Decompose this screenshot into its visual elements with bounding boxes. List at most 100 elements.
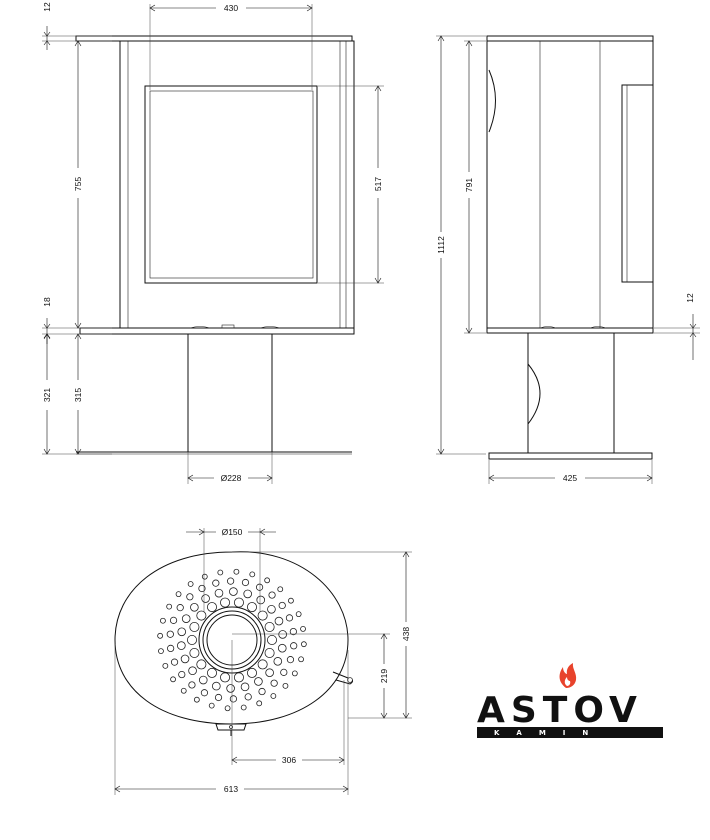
vent-hole bbox=[274, 616, 284, 626]
vent-hole bbox=[233, 568, 240, 575]
vent-hole bbox=[167, 644, 175, 653]
vent-hole bbox=[188, 666, 197, 676]
vent-hole bbox=[189, 622, 200, 633]
vent-hole bbox=[291, 670, 298, 677]
dim-top-width: 613 bbox=[224, 784, 238, 794]
dim-front-width: 430 bbox=[224, 3, 238, 13]
vent-hole bbox=[224, 705, 231, 712]
dim-front-column-height: 315 bbox=[73, 388, 83, 402]
vent-hole bbox=[273, 657, 283, 666]
vent-hole bbox=[201, 573, 208, 580]
dim-top-center-depth: 219 bbox=[379, 669, 389, 683]
vent-hole bbox=[257, 610, 268, 621]
vent-hole bbox=[254, 677, 263, 686]
vent-hole bbox=[201, 594, 210, 603]
flame-icon bbox=[559, 663, 577, 688]
vent-hole bbox=[169, 616, 178, 624]
vent-hole bbox=[193, 696, 200, 703]
vent-hole bbox=[212, 681, 221, 691]
dim-front-base-height: 321 bbox=[42, 388, 52, 402]
dim-side-bottom-thickness: 12 bbox=[685, 293, 695, 303]
vent-hole bbox=[208, 702, 215, 709]
vent-hole bbox=[256, 595, 266, 605]
logo-name: ASTOV bbox=[477, 690, 643, 731]
vent-hole bbox=[190, 602, 199, 612]
vent-hole bbox=[298, 656, 304, 663]
vent-hole bbox=[249, 571, 256, 578]
vent-hole bbox=[233, 597, 244, 608]
vent-hole bbox=[226, 684, 235, 693]
dim-front-column-diameter: Ø228 bbox=[221, 473, 242, 483]
vent-hole bbox=[229, 587, 238, 596]
vent-hole bbox=[158, 648, 164, 655]
vent-hole bbox=[244, 693, 252, 701]
vent-hole bbox=[170, 676, 176, 683]
side-view bbox=[436, 35, 700, 484]
vent-hole bbox=[278, 630, 287, 639]
vent-hole bbox=[266, 635, 277, 646]
dim-top-depth: 438 bbox=[401, 627, 411, 641]
vent-hole bbox=[217, 569, 224, 576]
logo-subtitle: KAMIN bbox=[494, 729, 605, 737]
vent-hole bbox=[246, 667, 257, 678]
vent-hole bbox=[214, 693, 223, 702]
vent-hole bbox=[187, 581, 194, 587]
astov-logo: ASTOV KAMIN bbox=[477, 663, 663, 738]
vent-hole bbox=[176, 604, 184, 612]
vent-hole bbox=[166, 630, 174, 638]
vent-hole bbox=[180, 654, 190, 664]
vent-hole bbox=[280, 668, 288, 676]
vent-hole bbox=[240, 682, 250, 692]
vent-hole bbox=[277, 586, 284, 593]
vent-hole bbox=[196, 659, 207, 670]
vent-hole bbox=[196, 610, 207, 621]
vent-hole bbox=[160, 617, 166, 624]
vent-hole bbox=[214, 588, 224, 598]
dim-side-body-height: 791 bbox=[464, 178, 474, 192]
vent-hole bbox=[180, 687, 187, 694]
vent-hole bbox=[181, 614, 191, 623]
vent-hole bbox=[264, 648, 275, 659]
dim-front-top-thickness: 12 bbox=[42, 2, 52, 12]
vent-hole bbox=[268, 591, 276, 599]
vent-hole bbox=[270, 679, 278, 687]
vent-hole bbox=[241, 578, 250, 587]
vent-hole bbox=[258, 687, 266, 696]
vent-hole bbox=[170, 658, 179, 666]
vent-hole bbox=[243, 589, 252, 599]
vent-hole bbox=[290, 642, 298, 650]
vent-hole bbox=[289, 627, 297, 636]
vent-hole bbox=[189, 648, 200, 659]
vent-hole bbox=[178, 670, 186, 679]
dim-top-flue-diameter: Ø150 bbox=[222, 527, 243, 537]
vent-hole bbox=[300, 625, 306, 632]
dim-side-base-width: 425 bbox=[563, 473, 577, 483]
vent-hole bbox=[267, 604, 276, 614]
dim-front-body-height: 755 bbox=[73, 177, 83, 191]
vent-hole bbox=[278, 601, 286, 610]
vent-hole bbox=[198, 584, 206, 593]
vent-hole bbox=[175, 591, 182, 598]
vent-hole bbox=[288, 597, 294, 604]
vent-hole bbox=[200, 689, 209, 697]
vent-hole bbox=[186, 593, 194, 601]
vent-hole bbox=[220, 672, 231, 683]
vent-hole bbox=[246, 602, 257, 613]
vent-hole bbox=[212, 579, 220, 587]
vent-hole bbox=[162, 662, 169, 669]
ventilation-holes bbox=[157, 568, 307, 712]
vent-hole bbox=[198, 675, 208, 685]
top-view bbox=[114, 528, 412, 795]
dim-top-center-width: 306 bbox=[282, 755, 296, 765]
vent-hole bbox=[265, 668, 274, 678]
vent-hole bbox=[206, 667, 217, 678]
vent-hole bbox=[177, 641, 186, 650]
vent-hole bbox=[240, 704, 247, 711]
vent-hole bbox=[188, 681, 196, 689]
vent-hole bbox=[166, 603, 173, 610]
vent-hole bbox=[264, 577, 271, 584]
vent-hole bbox=[227, 577, 235, 585]
vent-hole bbox=[270, 693, 277, 699]
vent-hole bbox=[285, 614, 294, 622]
dim-side-total-height: 1112 bbox=[436, 236, 446, 254]
